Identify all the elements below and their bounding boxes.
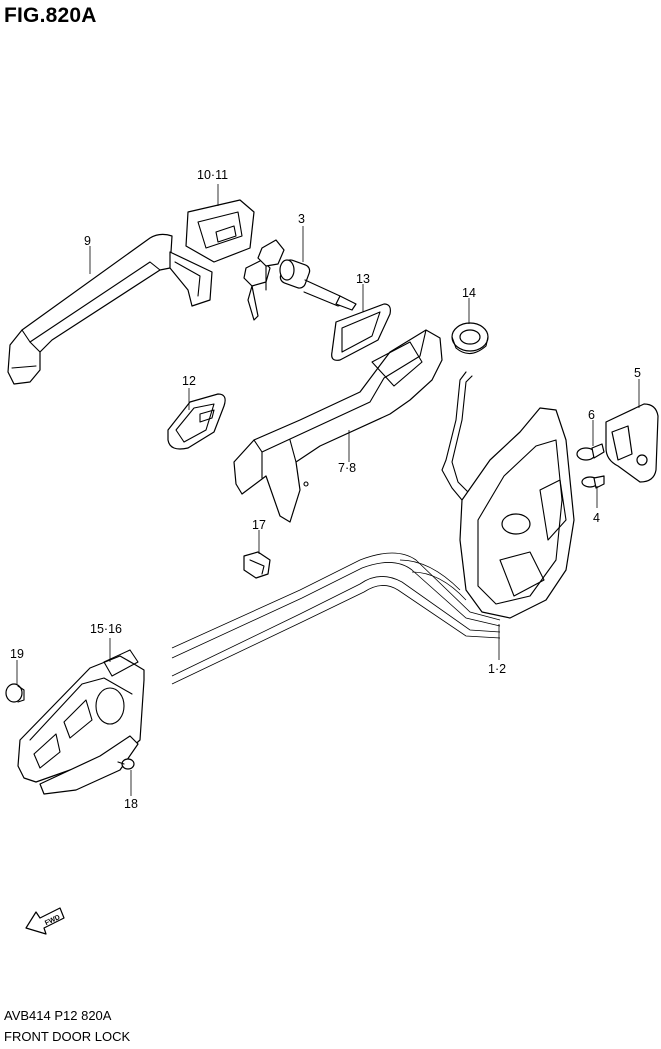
screw-part-4 (581, 475, 605, 489)
callout-12: 12 (182, 374, 196, 388)
gasket-part-12 (167, 393, 226, 450)
key-cylinder-part-3 (243, 239, 357, 321)
inside-handle-part-15-16 (17, 649, 145, 795)
gasket-part-13 (331, 303, 391, 361)
callout-17: 17 (252, 518, 266, 532)
figure-code: AVB414 P12 820A (4, 1008, 112, 1023)
handle-cap-part-10-11 (185, 199, 255, 263)
callout-10-11: 10·11 (197, 168, 229, 182)
callout-5: 5 (634, 366, 641, 380)
clip-part-17 (243, 551, 271, 579)
handle-frame-part-7-8 (233, 329, 443, 523)
callout-3: 3 (298, 212, 305, 226)
screw-part-6 (576, 443, 605, 461)
lock-cables (171, 552, 501, 685)
callout-7-8: 7·8 (338, 461, 357, 475)
callout-14: 14 (462, 286, 476, 300)
callout-18: 18 (124, 797, 138, 811)
outside-handle-part-9 (7, 233, 213, 385)
callout-6: 6 (588, 408, 595, 422)
fwd-arrow-icon: FWD (25, 907, 65, 935)
screw-part-18 (117, 758, 135, 770)
cap-part-19 (5, 683, 25, 703)
callout-13: 13 (356, 272, 370, 286)
figure-caption: FRONT DOOR LOCK (4, 1029, 131, 1044)
callout-9: 9 (84, 234, 91, 248)
figure-title: FIG.820A (4, 4, 97, 27)
grommet-part-14 (451, 322, 489, 355)
callout-19: 19 (10, 647, 24, 661)
striker-part-5 (605, 403, 659, 483)
callout-1-2: 1·2 (488, 662, 507, 676)
callout-4: 4 (593, 511, 600, 525)
door-lock-assembly-part-1-2 (441, 371, 575, 619)
callout-15-16: 15·16 (90, 622, 122, 636)
leader-lines (16, 184, 640, 796)
